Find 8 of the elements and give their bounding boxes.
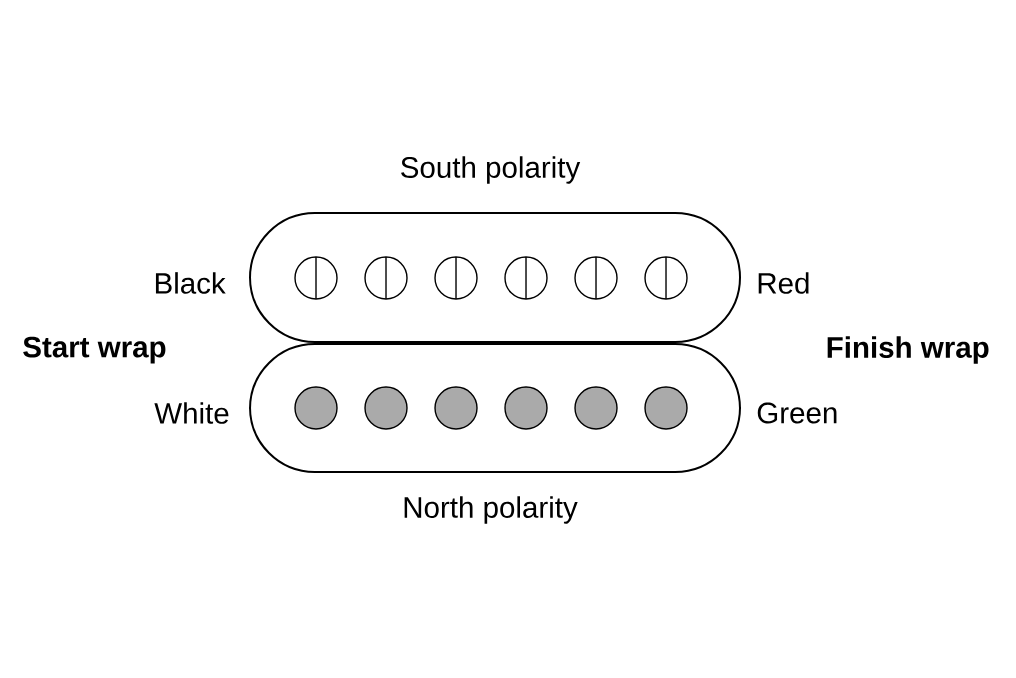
polarity-label: North polarity [404, 496, 578, 524]
wire-label: Black [155, 272, 226, 294]
wrap-label: Finish wrap [827, 336, 989, 364]
wire-label: Red [758, 272, 809, 294]
wrap-label: Start wrap [23, 336, 166, 364]
polarity-label: South polarity [401, 156, 581, 184]
wire-label: Green [757, 402, 837, 424]
wire-label: White [154, 402, 229, 424]
